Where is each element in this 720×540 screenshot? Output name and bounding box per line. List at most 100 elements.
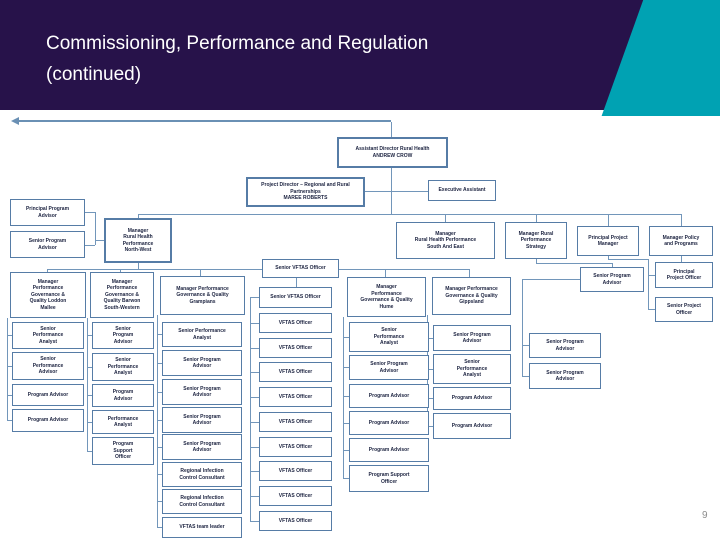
connector-line (157, 474, 162, 475)
connector-line (343, 423, 349, 424)
connector-line (612, 263, 613, 267)
org-box-manager-pgq-barwon-south-western: Manager Performance Governance & Quality… (90, 272, 154, 318)
connector-line (391, 122, 392, 137)
org-box-vftas-officer-2: VFTAS Officer (259, 338, 332, 358)
connector-line (47, 269, 48, 272)
connector-line (157, 527, 162, 528)
connector-line (365, 191, 428, 192)
org-box-program-advisor-lm-1: Program Advisor (12, 384, 84, 406)
org-box-senior-program-advisor-strategy: Senior Program Advisor (580, 267, 644, 292)
org-box-senior-program-advisor-nw: Senior Program Advisor (10, 231, 85, 258)
org-box-executive-assistant: Executive Assistant (428, 180, 496, 201)
org-box-vftas-officer-4: VFTAS Officer (259, 387, 332, 407)
org-box-program-advisor-gi-1: Program Advisor (433, 387, 511, 410)
org-box-senior-program-advisor-gi: Senior Program Advisor (433, 325, 511, 351)
org-box-manager-pgq-loddon-mallee: Manager Performance Governance & Quality… (10, 272, 86, 318)
org-box-senior-program-advisor-bsw: Senior Program Advisor (92, 322, 154, 349)
connector-line (157, 392, 162, 393)
org-box-vftas-officer-5: VFTAS Officer (259, 412, 332, 432)
connector-line (120, 269, 121, 272)
org-box-performance-analyst-bsw: Performance Analyst (92, 410, 154, 434)
org-box-vftas-officer-3: VFTAS Officer (259, 362, 332, 382)
connector-line (343, 396, 349, 397)
org-box-senior-performance-analyst-hume: Senior Performance Analyst (349, 322, 429, 352)
org-box-assistant-director: Assistant Director Rural Health ANDREW C… (337, 137, 448, 168)
connector-line (157, 447, 162, 448)
connector-line (87, 395, 92, 396)
connector-line (157, 420, 162, 421)
org-box-manager-pgq-grampians: Manager Performance Governance & Quality… (160, 276, 245, 315)
connector-line (648, 275, 655, 276)
org-box-vftas-officer-6: VFTAS Officer (259, 437, 332, 457)
connector-line (427, 338, 433, 339)
org-box-manager-north-west: Manager Rural Health Performance North-W… (104, 218, 172, 263)
org-box-senior-program-advisor-gr-4: Senior Program Advisor (162, 434, 242, 460)
connector-line (522, 345, 529, 346)
connector-line (157, 501, 162, 502)
connector-line (427, 426, 433, 427)
org-box-principal-project-officer: Principal Project Officer (655, 262, 713, 288)
connector-line (385, 269, 386, 277)
org-box-program-advisor-hume-2: Program Advisor (349, 411, 429, 435)
connector-line (87, 367, 92, 368)
connector-line (681, 214, 682, 226)
connector-line (427, 398, 433, 399)
connector-line (343, 367, 349, 368)
org-box-vftas-officer-1: VFTAS Officer (259, 313, 332, 333)
connector-line (608, 256, 609, 260)
connector-line (7, 395, 12, 396)
connector-line (536, 259, 537, 264)
connector-line (200, 269, 201, 276)
org-box-manager-pgq-gippsland: Manager Performance Governance & Quality… (432, 277, 511, 315)
connector-line (648, 259, 649, 309)
connector-line (536, 214, 537, 222)
connector-line (250, 297, 251, 521)
org-box-vftas-officer-9: VFTAS Officer (259, 511, 332, 531)
connector-line (648, 309, 655, 310)
org-box-program-advisor-hume-1: Program Advisor (349, 384, 429, 408)
org-box-program-support-officer-bsw: Program Support Officer (92, 437, 154, 465)
org-box-manager-pgq-hume: Manager Performance Governance & Quality… (347, 277, 426, 317)
connector-line (522, 279, 580, 280)
org-box-senior-program-advisor-gr-2: Senior Program Advisor (162, 379, 242, 405)
org-box-senior-performance-advisor-lm: Senior Performance Advisor (12, 352, 84, 380)
connector-line (87, 335, 92, 336)
connector-line (250, 422, 259, 423)
org-box-principal-project-manager: Principal Project Manager (577, 226, 639, 256)
org-box-program-advisor-bsw: Program Advisor (92, 384, 154, 407)
org-box-senior-program-advisor-gr-1: Senior Program Advisor (162, 350, 242, 376)
connector-line (250, 297, 259, 298)
connector-line (681, 256, 682, 262)
org-box-senior-vftas-officer-1: Senior VFTAS Officer (262, 259, 339, 278)
left-arrow-icon (11, 117, 19, 125)
org-box-senior-performance-analyst-gr: Senior Performance Analyst (162, 322, 242, 347)
org-box-senior-vftas-officer-2: Senior VFTAS Officer (259, 287, 332, 308)
connector-line (250, 397, 259, 398)
org-box-regional-infection-control-consultant-2: Regional Infection Control Consultant (162, 489, 242, 514)
org-box-principal-program-advisor: Principal Program Advisor (10, 199, 85, 226)
connector-line (250, 372, 259, 373)
connector-line (87, 451, 92, 452)
org-box-senior-program-advisor-gr-3: Senior Program Advisor (162, 407, 242, 433)
org-box-program-advisor-hume-3: Program Advisor (349, 438, 429, 462)
org-box-senior-program-advisor-st-1: Senior Program Advisor (529, 333, 601, 358)
org-box-manager-policy-and-programs: Manager Policy and Programs (649, 226, 713, 256)
connector-line (343, 450, 349, 451)
org-box-senior-program-advisor-hume: Senior Program Advisor (349, 355, 429, 380)
page-number: 9 (702, 510, 708, 521)
connector-line (250, 348, 259, 349)
connector-line (250, 521, 259, 522)
org-box-senior-performance-analyst-bsw: Senior Performance Analyst (92, 353, 154, 381)
connector-line (296, 277, 297, 287)
connector-line (87, 422, 92, 423)
org-box-vftas-team-leader: VFTAS team leader (162, 517, 242, 538)
connector-line (250, 323, 259, 324)
connector-line (250, 447, 259, 448)
connector-line (87, 318, 88, 451)
connector-line (138, 214, 139, 218)
slide-title: Commissioning, Performance and Regulatio… (46, 33, 429, 86)
connector-line (536, 263, 612, 264)
connector-line (469, 269, 470, 277)
connector-line (522, 376, 529, 377)
